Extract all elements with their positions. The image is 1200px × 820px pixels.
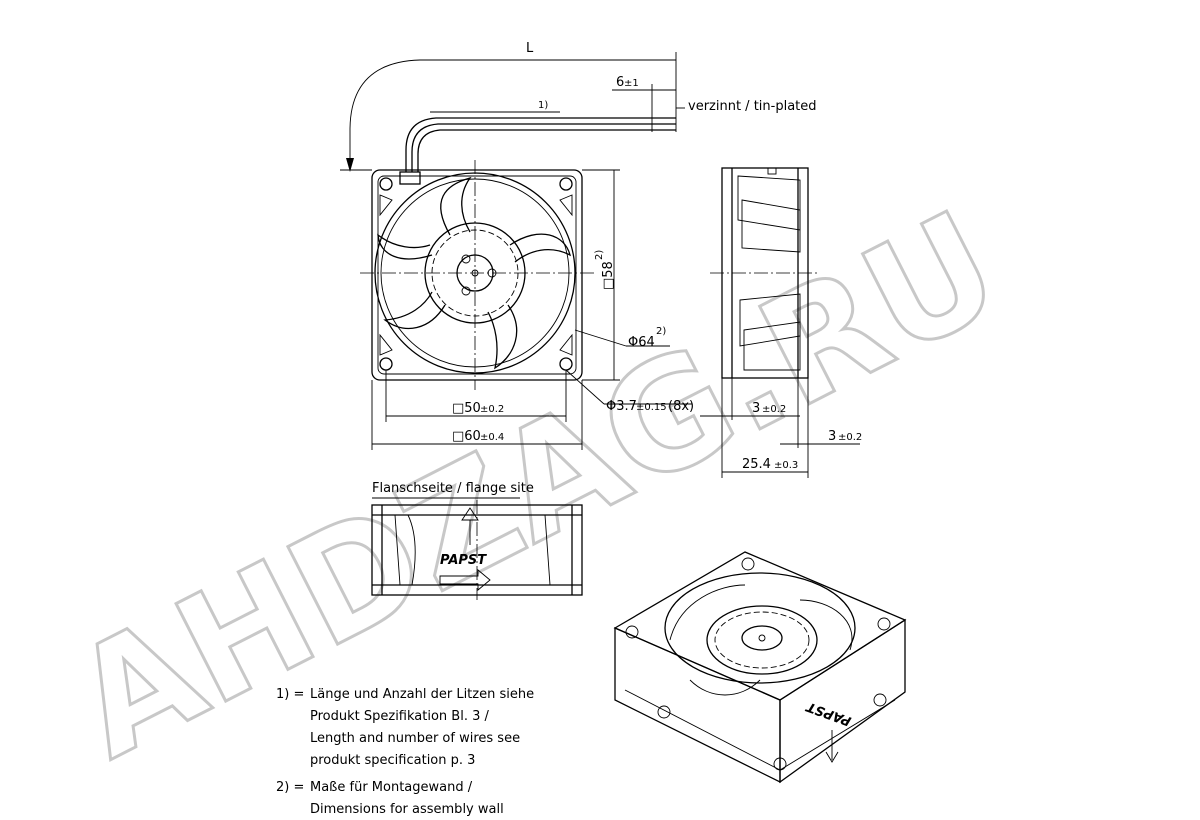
iso-side-face <box>779 618 906 784</box>
iso-hole-3 <box>877 617 891 631</box>
iso-hole-1 <box>625 625 639 639</box>
flange-side-label: Flanschseite / flange site <box>372 481 534 496</box>
tin-plated-label: verzinnt / tin-plated <box>688 99 817 114</box>
mount-hole-tl <box>379 177 393 191</box>
dim-hole-count: (8x) <box>668 399 694 414</box>
iso-airflow-arrow <box>825 730 839 763</box>
note1-marker: 1) = <box>276 687 304 702</box>
iso-hole-6 <box>873 693 887 707</box>
mount-hole-tr <box>559 177 573 191</box>
ref1-label: 1) <box>538 100 548 111</box>
wire-2 <box>411 123 676 172</box>
front-dimensions: □58 2) Φ64 2) Φ3.7 ±0.15 (8x) □50 ±0.2 □… <box>371 169 694 450</box>
bottom-view: Flanschseite / flange site PAPST <box>371 481 583 600</box>
dim-L-arrow <box>346 158 354 172</box>
impeller-blades <box>377 176 571 370</box>
front-frame-inner <box>377 175 577 375</box>
brand-logo: PAPST <box>440 553 487 568</box>
note1-line3: Length and number of wires see <box>310 731 520 746</box>
dim-hole-label: Φ3.7 <box>606 399 637 414</box>
note2-line1: Maße für Montagewand / <box>310 780 473 795</box>
iso-hole-5 <box>773 757 787 771</box>
note1-line4: produkt specification p. 3 <box>310 753 475 768</box>
watermark: AHDZAG.RU <box>46 178 1026 794</box>
dim-58-note: 2) <box>594 250 605 260</box>
dim-50-label: □50 <box>452 401 481 416</box>
dim-3a-label: 3 <box>752 401 760 416</box>
iso-hub-center <box>741 625 783 651</box>
bottom-details <box>394 514 551 586</box>
iso-hole-4 <box>657 705 671 719</box>
dim-L-line <box>349 59 676 170</box>
front-frame-outer <box>371 169 583 381</box>
wire-3 <box>417 129 676 172</box>
rotation-arrow <box>439 569 491 591</box>
mount-hole-bl <box>379 357 393 371</box>
dim-60-label: □60 <box>452 429 481 444</box>
dim-3b-tol: ±0.2 <box>838 432 862 443</box>
iso-front-face <box>614 627 781 784</box>
note1-line1: Länge und Anzahl der Litzen siehe <box>310 687 534 702</box>
iso-hub-outer <box>706 605 818 675</box>
iso-hole-2 <box>741 557 755 571</box>
dim-hole-tol: ±0.15 <box>636 402 667 413</box>
side-view: 3 ±0.2 3 ±0.2 25.4 ±0.3 <box>700 167 862 478</box>
cable-assembly: L 1) 6 ±1 verzinnt / tin-plated <box>340 41 817 172</box>
wire-1 <box>405 117 676 172</box>
corner-ribs <box>379 194 573 356</box>
front-view <box>360 160 595 390</box>
dim-3a-tol: ±0.2 <box>762 404 786 415</box>
notes-block: 1) = Länge und Anzahl der Litzen siehe P… <box>276 687 534 817</box>
watermark-text: AHDZAG.RU <box>47 179 1024 792</box>
iso-venturi <box>664 572 856 684</box>
iso-bottom-flange <box>624 689 896 771</box>
dim-60-tol: ±0.4 <box>480 432 504 443</box>
mount-hole-br <box>559 357 573 371</box>
isometric-view: PAPST <box>613 551 907 784</box>
dim-58-label: □58 <box>601 261 616 290</box>
side-cable-tab <box>767 167 777 175</box>
note2-marker: 2) = <box>276 780 304 795</box>
iso-brand-logo: PAPST <box>804 698 854 728</box>
dim-64-note: 2) <box>656 326 666 337</box>
strip-tol: ±1 <box>624 78 639 89</box>
dim-depth-label: 25.4 <box>742 457 771 472</box>
iso-blades <box>669 584 853 696</box>
strip-label: 6 <box>616 75 624 90</box>
side-blade-d <box>743 321 801 371</box>
dim-50-tol: ±0.2 <box>480 404 504 415</box>
cable-exit <box>399 171 421 185</box>
hub-hole-a <box>461 254 471 264</box>
side-blade-a <box>737 175 801 231</box>
side-blade-b <box>741 199 801 253</box>
hub-hole-c <box>461 286 471 296</box>
dim-64-label: Φ64 <box>628 335 655 350</box>
iso-hub-ribs <box>714 611 810 669</box>
note2-line2: Dimensions for assembly wall <box>310 802 504 817</box>
dim-3b-label: 3 <box>828 429 836 444</box>
dim-depth-tol: ±0.3 <box>774 460 798 471</box>
note1-line2: Produkt Spezifikation Bl. 3 / <box>310 709 489 724</box>
dim-L-label: L <box>526 41 534 56</box>
